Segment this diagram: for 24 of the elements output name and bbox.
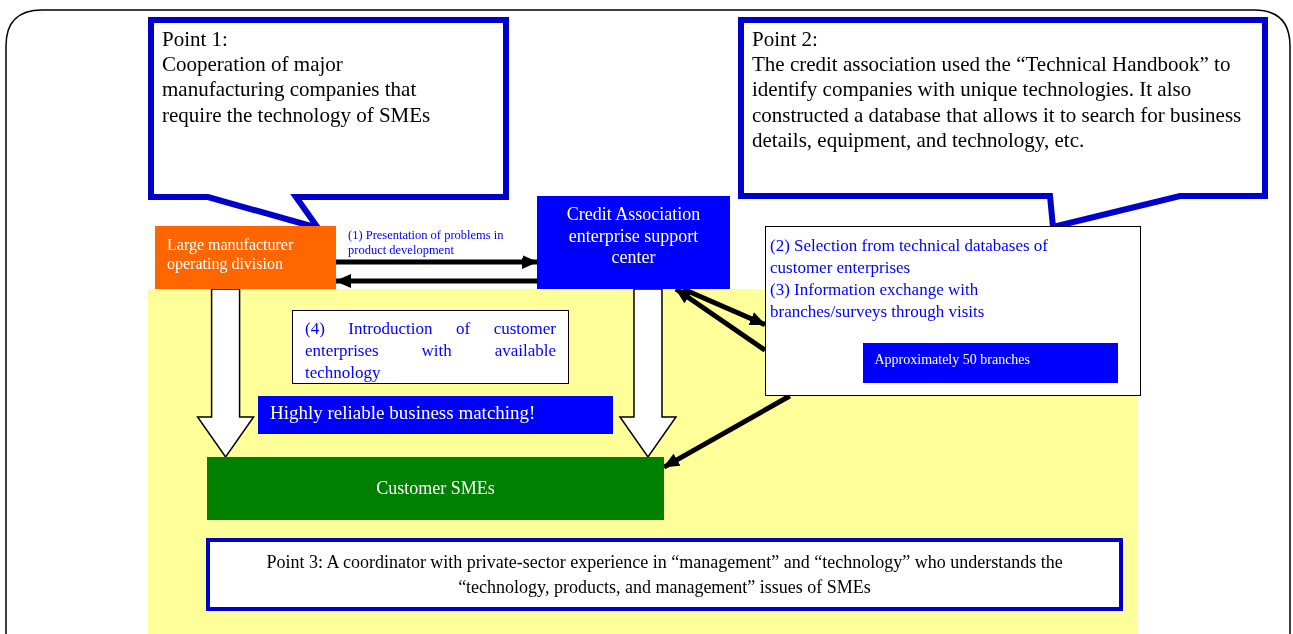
point-heading: Point 2: xyxy=(752,27,819,53)
branch-box xyxy=(862,342,1118,383)
arrow xyxy=(335,274,537,288)
slogan-box xyxy=(258,396,613,434)
point-text: The credit association used the “Technical Handbook” to identify companies with unique technologies. It also constructed a database that allows it to search for business details, equipment, and technology, etc. xyxy=(752,52,1243,153)
edge-label: (1) Presentation of problems in product development xyxy=(348,228,523,258)
branch-label: Approximately 50 branches xyxy=(874,351,1031,369)
center-label: Credit Association enterprise support center xyxy=(565,204,702,269)
sme-box xyxy=(207,457,664,520)
division-box xyxy=(155,226,336,289)
info-box xyxy=(765,226,1141,396)
arrow xyxy=(336,255,538,269)
step-text: (2) Selection from technical databases of customer enterprises xyxy=(770,235,1050,279)
step-box xyxy=(292,310,569,384)
point-box xyxy=(206,538,1123,611)
division-label: Large manufacturer operating division xyxy=(167,235,295,274)
step-text: (4) Introduction of customer enterprises with available technology xyxy=(305,318,556,384)
step-text: (3) Information exchange with branches/surveys through visits xyxy=(770,279,986,323)
sme-label: Customer SMEs xyxy=(375,478,496,500)
point-text: Point 3: A coordinator with private-sector experience in “management” and “technology” who understands the “technology, products, and management” issues of SMEs xyxy=(265,551,1064,599)
block-arrow xyxy=(196,288,256,459)
block-arrow xyxy=(618,288,678,459)
slogan-text: Highly reliable business matching! xyxy=(270,402,537,425)
center-box xyxy=(537,196,730,289)
